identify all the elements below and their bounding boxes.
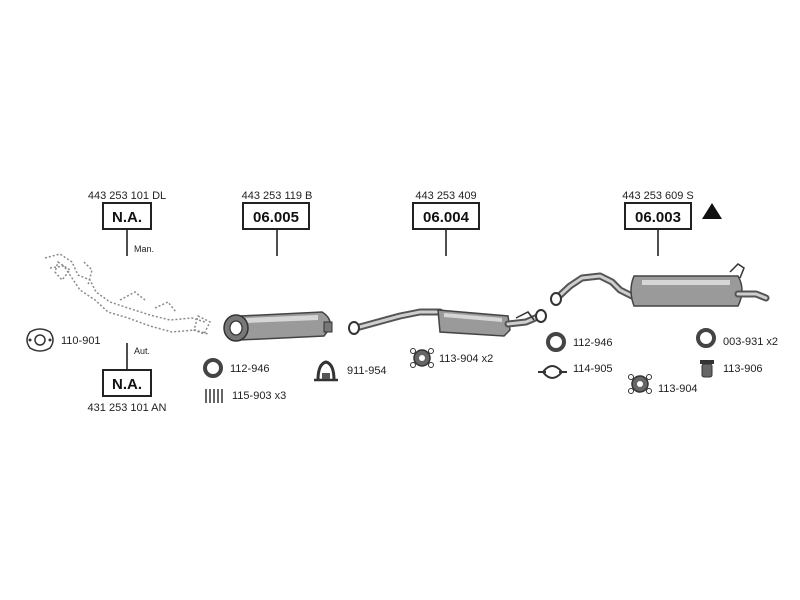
ring-icon — [203, 358, 223, 378]
code-label-auto: N.A. — [112, 376, 142, 393]
bump-stop-icon — [700, 360, 714, 378]
centre-silencer-drawing — [348, 308, 547, 337]
ring-icon — [546, 332, 566, 352]
fitting-label-113-906: 113-906 — [723, 363, 763, 375]
code-box-centre-silencer[interactable]: 06.004 — [412, 202, 480, 230]
code-box-front-pipe[interactable]: N.A. — [102, 202, 152, 230]
front-silencer-drawing — [223, 311, 333, 342]
fitting-label-911-954: 911-954 — [347, 365, 387, 377]
part-number-front-pipe: 443 253 101 DL — [88, 190, 166, 202]
code-label-rear-silencer: 06.003 — [635, 209, 681, 226]
clamp-icon — [314, 360, 338, 382]
fitting-label-110-901: 110-901 — [61, 335, 101, 347]
fitting-label-115-903: 115-903 x3 — [232, 390, 286, 402]
ring-icon — [696, 328, 716, 348]
spring-icon — [205, 389, 223, 403]
front-pipe-drawing — [44, 253, 212, 335]
hanger-icon — [538, 365, 567, 379]
fitting-label-113-904: 113-904 — [658, 383, 698, 395]
part-number-centre-silencer: 443 253 409 — [415, 190, 476, 202]
gasket-icon — [26, 328, 54, 352]
part-number-rear-silencer: 443 253 609 S — [622, 190, 694, 202]
code-label-front-pipe: N.A. — [112, 209, 142, 226]
rubber-mount-icon — [628, 374, 652, 394]
fitting-label-112-946-b: 112-946 — [573, 337, 613, 349]
rear-silencer-drawing — [550, 263, 770, 307]
triangle-icon — [702, 203, 722, 219]
rubber-mount-icon — [410, 348, 434, 368]
note-automatic: Aut. — [134, 346, 150, 356]
code-label-front-silencer: 06.005 — [253, 209, 299, 226]
fitting-label-112-946-a: 112-946 — [230, 363, 270, 375]
code-box-auto[interactable]: N.A. — [102, 369, 152, 397]
code-box-rear-silencer[interactable]: 06.003 — [624, 202, 692, 230]
fitting-label-113-904-x2: 113-904 x2 — [439, 353, 493, 365]
part-number-front-silencer: 443 253 119 B — [242, 190, 313, 202]
code-box-front-silencer[interactable]: 06.005 — [242, 202, 310, 230]
part-number-auto: 431 253 101 AN — [88, 402, 167, 414]
fitting-label-114-905: 114-905 — [573, 363, 613, 375]
code-label-centre-silencer: 06.004 — [423, 209, 470, 226]
fitting-label-003-931: 003-931 x2 — [723, 336, 778, 348]
note-manual: Man. — [134, 244, 154, 254]
